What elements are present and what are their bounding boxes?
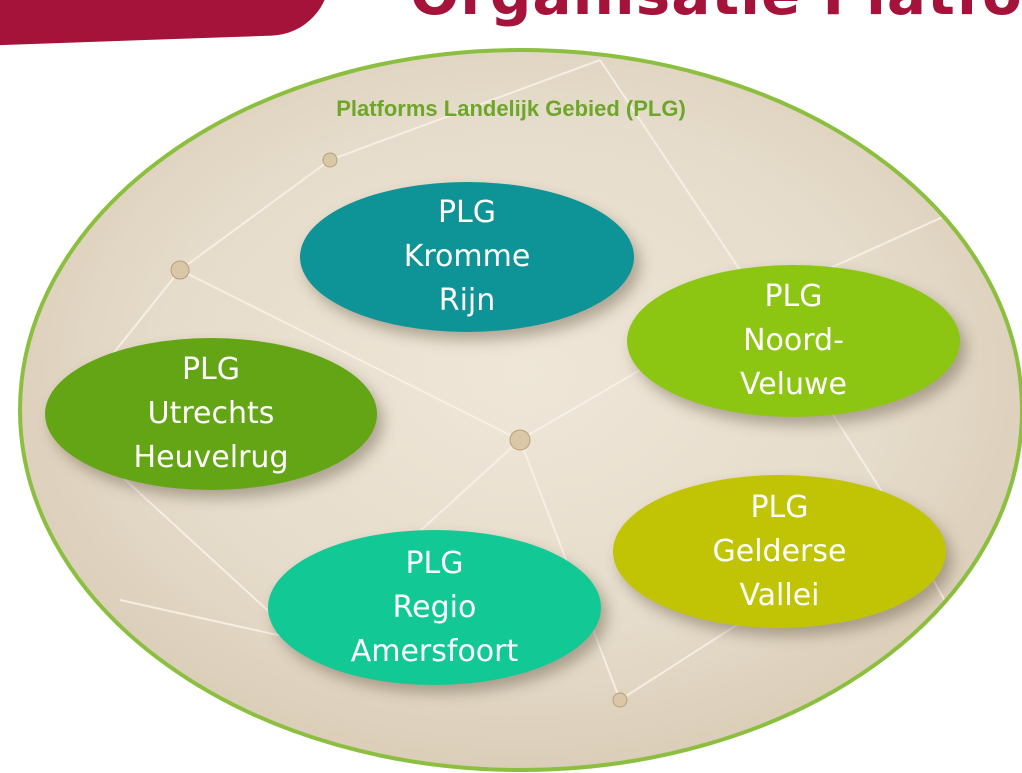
platform-group-title: Platforms Landelijk Gebied (PLG) — [336, 96, 686, 121]
platform-label-line3: Vallei — [739, 577, 820, 613]
platform-regio-amersfoort: PLG Regio Amersfoort — [268, 530, 601, 685]
platform-noord-veluwe: PLG Noord- Veluwe — [627, 265, 960, 417]
platform-label-line2: Gelderse — [712, 533, 847, 569]
platform-label-line1: PLG — [437, 195, 497, 230]
platform-gelderse-vallei: PLG Gelderse Vallei — [613, 475, 946, 628]
platform-label-line1: PLG — [750, 489, 809, 525]
platform-label-line2: Utrechts — [147, 396, 275, 431]
platform-label-line3: Amersfoort — [350, 633, 519, 669]
slide-title: Organisatie Platform — [410, 0, 1022, 28]
platform-label-line1: PLG — [405, 545, 464, 581]
platform-kromme-rijn: PLG Kromme Rijn — [300, 182, 634, 332]
platform-label-line2: Noord- — [743, 323, 844, 358]
platform-label-line2: Regio — [392, 589, 477, 625]
platform-label-line1: PLG — [181, 352, 241, 387]
platform-label-line2: Kromme — [403, 239, 531, 274]
platform-label-line3: Heuvelrug — [133, 440, 289, 475]
platform-utrechts-heuvelrug: PLG Utrechts Heuvelrug — [45, 338, 377, 490]
platform-label-line3: Veluwe — [740, 367, 847, 402]
platform-label-line3: Rijn — [438, 283, 496, 318]
platform-label-line1: PLG — [764, 279, 823, 314]
